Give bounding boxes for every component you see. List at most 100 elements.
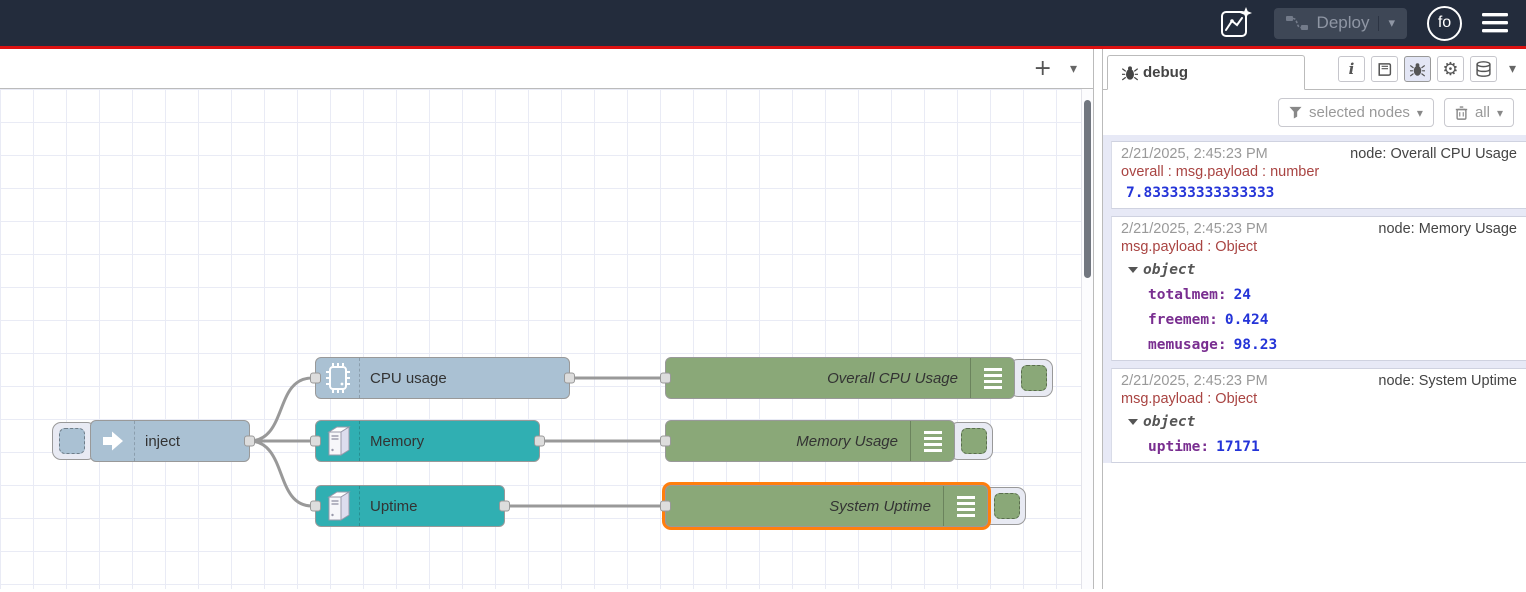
debug-message[interactable]: 2/21/2025, 2:45:23 PM node: Memory Usage… <box>1111 216 1526 361</box>
port[interactable] <box>564 372 575 384</box>
deploy-button[interactable]: Deploy ▾ <box>1273 7 1407 39</box>
port[interactable] <box>310 500 321 512</box>
debug-toggle-inner <box>994 493 1020 519</box>
hamburger-icon <box>1482 13 1508 33</box>
bug-icon <box>1409 62 1425 76</box>
help-tab-button[interactable] <box>1370 56 1398 82</box>
object-expander[interactable]: object <box>1121 255 1517 280</box>
node-debug-system-uptime[interactable]: System Uptime <box>660 485 1026 527</box>
clear-chevron-icon: ▾ <box>1496 105 1503 120</box>
config-nodes-tab-button[interactable]: ⚙ <box>1436 56 1464 82</box>
header: Deploy ▾ fo <box>0 0 1526 49</box>
node-label: Memory <box>370 432 425 450</box>
canvas-scrollbar[interactable] <box>1081 89 1093 589</box>
message-node-name: node: Overall CPU Usage <box>1350 146 1517 162</box>
debug-message[interactable]: 2/21/2025, 2:45:23 PM node: Overall CPU … <box>1111 141 1526 209</box>
debug-toggle-button[interactable] <box>949 422 993 460</box>
sidebar-toolbar: i <box>1337 56 1516 89</box>
node-label: Uptime <box>370 497 418 515</box>
sidebar-tabs-chevron-icon[interactable]: ▾ <box>1508 61 1516 77</box>
entry-value: 98.23 <box>1233 337 1278 353</box>
entry-value: 17171 <box>1216 439 1260 455</box>
message-timestamp: 2/21/2025, 2:45:23 PM <box>1121 373 1268 389</box>
clear-messages-button[interactable]: all ▾ <box>1443 98 1514 127</box>
object-entry: memusage: 98.23 <box>1121 330 1517 355</box>
debug-console-icon <box>910 421 954 461</box>
debug-message[interactable]: 2/21/2025, 2:45:23 PM node: System Uptim… <box>1111 368 1526 463</box>
node-inject[interactable]: inject <box>52 420 255 462</box>
flow-sparkle-icon <box>1220 7 1252 37</box>
tab-debug[interactable]: debug <box>1107 55 1305 90</box>
object-entry: uptime: 17171 <box>1121 432 1517 457</box>
filter-funnel-icon <box>1289 106 1302 119</box>
deploy-icon <box>1285 16 1308 30</box>
debug-filter-row: selected nodes ▾ all ▾ <box>1103 90 1526 135</box>
port[interactable] <box>660 372 671 384</box>
entry-value: 0.424 <box>1224 312 1269 328</box>
port[interactable] <box>244 435 255 447</box>
port[interactable] <box>499 500 510 512</box>
entry-key: memusage: <box>1148 337 1227 353</box>
filter-nodes-button[interactable]: selected nodes ▾ <box>1278 98 1434 127</box>
book-icon <box>1378 62 1392 76</box>
object-expander[interactable]: object <box>1121 407 1517 432</box>
deploy-label: Deploy <box>1316 13 1370 32</box>
server-tower-icon <box>316 421 360 461</box>
debug-toggle-button[interactable] <box>1009 359 1053 397</box>
debug-tab-button[interactable] <box>1403 56 1431 82</box>
database-icon <box>1476 61 1491 77</box>
add-flow-button[interactable]: + <box>1033 55 1052 81</box>
debug-toggle-button[interactable] <box>982 487 1026 525</box>
message-node-name: node: Memory Usage <box>1378 221 1517 237</box>
port[interactable] <box>310 435 321 447</box>
debug-console-icon <box>970 358 1014 398</box>
entry-key: totalmem: <box>1148 287 1227 303</box>
node-label: Memory Usage <box>796 432 898 450</box>
collapse-triangle-icon <box>1128 267 1138 273</box>
wire[interactable] <box>247 376 314 443</box>
panel-resize-handle[interactable] <box>1094 49 1102 589</box>
filter-nodes-label: selected nodes <box>1309 104 1410 121</box>
wire[interactable] <box>247 439 314 508</box>
debug-message-list: 2/21/2025, 2:45:23 PM node: Overall CPU … <box>1103 135 1526 463</box>
context-data-tab-button[interactable] <box>1469 56 1497 82</box>
message-timestamp: 2/21/2025, 2:45:23 PM <box>1121 146 1268 162</box>
deploy-options-chevron-icon[interactable]: ▾ <box>1378 15 1395 31</box>
message-property-path: overall : msg.payload : number <box>1121 164 1320 180</box>
node-memory[interactable]: Memory <box>310 420 545 462</box>
workspace: + ▾ inj <box>0 49 1094 589</box>
node-label: inject <box>145 432 181 450</box>
port[interactable] <box>660 500 671 512</box>
info-tab-button[interactable]: i <box>1337 56 1365 82</box>
node-label: System Uptime <box>829 497 931 515</box>
node-label: Overall CPU Usage <box>827 369 958 387</box>
debug-toggle-inner <box>961 428 987 454</box>
message-property-path: msg.payload : Object <box>1121 239 1258 255</box>
node-uptime[interactable]: Uptime <box>310 485 510 527</box>
trash-icon <box>1455 105 1468 120</box>
user-avatar[interactable]: fo <box>1427 5 1462 41</box>
main-menu-button[interactable] <box>1482 13 1508 33</box>
canvas-scrollbar-handle[interactable] <box>1084 100 1091 278</box>
port[interactable] <box>310 372 321 384</box>
flow-list-chevron-icon[interactable]: ▾ <box>1069 60 1077 77</box>
port[interactable] <box>660 435 671 447</box>
flow-assistant-icon[interactable] <box>1218 6 1254 40</box>
object-label: object <box>1143 414 1196 430</box>
flow-tab-bar: + ▾ <box>0 49 1093 89</box>
sidebar-tab-bar: debug i <box>1103 49 1526 90</box>
inject-trigger-button[interactable] <box>52 422 96 460</box>
message-node-name: node: System Uptime <box>1378 373 1517 389</box>
server-tower-icon <box>316 486 360 526</box>
sidebar: debug i <box>1102 49 1526 589</box>
object-label: object <box>1143 262 1196 278</box>
entry-key: uptime: <box>1148 439 1210 455</box>
entry-value: 24 <box>1233 287 1252 303</box>
object-entry: totalmem: 24 <box>1121 280 1517 305</box>
cpu-chip-icon <box>316 358 360 398</box>
node-debug-memory-usage[interactable]: Memory Usage <box>660 420 993 462</box>
flow-canvas[interactable]: inject <box>0 89 1093 589</box>
node-debug-overall-cpu[interactable]: Overall CPU Usage <box>660 357 1053 399</box>
port[interactable] <box>534 435 545 447</box>
node-cpu-usage[interactable]: CPU usage <box>310 357 575 399</box>
